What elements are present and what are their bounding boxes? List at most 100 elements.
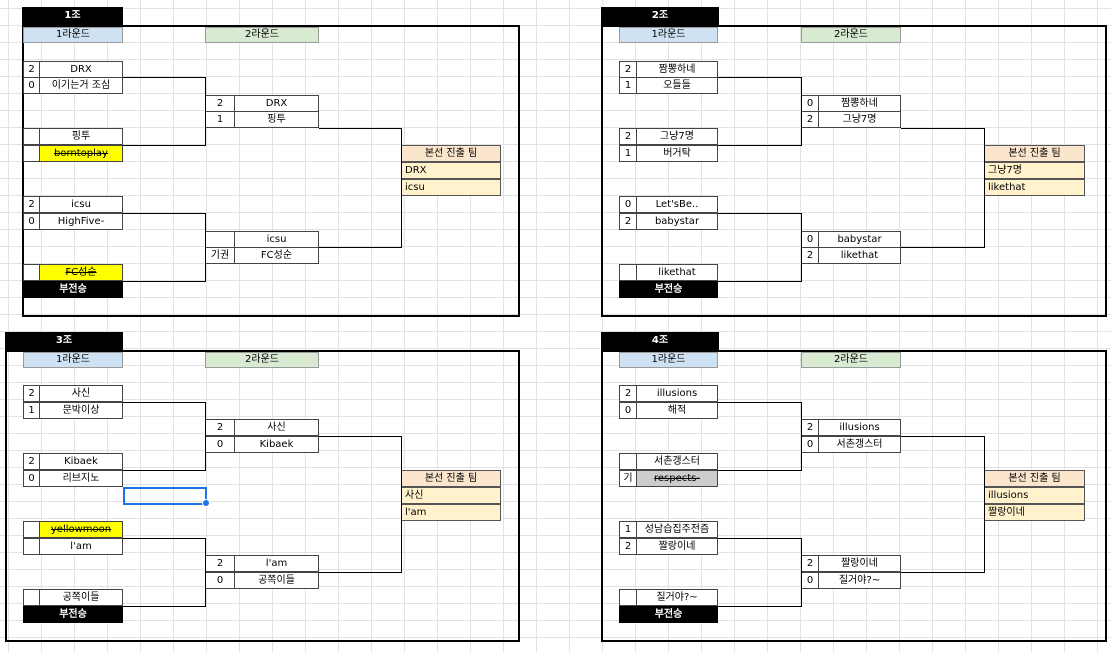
team-cell[interactable]: 해적 [636,402,718,419]
advance-header[interactable]: 본선 진출 팀 [401,145,501,162]
team-cell[interactable]: illusions [636,385,718,402]
score-cell[interactable]: 0 [205,436,235,453]
advance-header[interactable]: 본선 진출 팀 [984,145,1085,162]
team-cell[interactable]: 서촌갱스터 [636,453,718,470]
score-cell[interactable]: 2 [23,61,40,78]
team-cell[interactable]: 공쪽이들 [234,572,319,589]
advance-team[interactable]: icsu [401,179,501,196]
team-cell[interactable]: 핑투 [234,111,319,128]
score-cell[interactable]: 2 [619,385,637,402]
score-cell[interactable] [619,589,637,606]
score-cell[interactable]: 0 [23,470,40,487]
round1-header[interactable]: 1라운드 [619,27,718,43]
score-cell[interactable] [205,231,235,248]
team-cell[interactable]: DRX [234,95,319,112]
round2-header[interactable]: 2라운드 [205,27,319,43]
team-cell[interactable]: babystar [636,213,718,230]
team-cell[interactable]: 성남습집주전즘 [636,521,718,538]
team-cell[interactable]: likethat [818,247,901,264]
score-cell[interactable]: 0 [23,213,40,230]
score-cell[interactable]: 기 [619,470,637,487]
team-cell[interactable]: 리브지노 [39,470,123,487]
team-cell[interactable]: Kibaek [39,453,123,470]
team-cell[interactable]: DRX [39,61,123,78]
team-cell[interactable]: illusions [818,419,901,436]
score-cell[interactable]: 2 [801,247,819,264]
score-cell[interactable]: 0 [205,572,235,589]
team-cell[interactable]: l'am [39,538,123,555]
team-cell[interactable]: 이기는거 조심 [39,77,123,94]
team-cell[interactable]: 그냥7명 [818,111,901,128]
score-cell[interactable]: 1 [23,402,40,419]
score-cell[interactable]: 1 [619,521,637,538]
score-cell[interactable]: 0 [23,77,40,94]
team-cell[interactable]: 짤랑이네 [636,538,718,555]
team-cell-forfeit[interactable]: borntoplay [39,145,123,162]
score-cell[interactable]: 2 [205,555,235,572]
team-cell[interactable]: l'am [234,555,319,572]
score-cell[interactable]: 2 [619,128,637,145]
round1-header[interactable]: 1라운드 [23,27,123,43]
team-cell-forfeit[interactable]: yellowmoon [39,521,123,538]
score-cell[interactable]: 2 [801,555,819,572]
score-cell[interactable]: 2 [23,196,40,213]
team-cell[interactable]: 질거야?~ [818,572,901,589]
score-cell[interactable]: 1 [619,77,637,94]
team-cell[interactable]: 핑투 [39,128,123,145]
team-cell[interactable]: 문박이상 [39,402,123,419]
round2-header[interactable]: 2라운드 [801,352,901,368]
score-cell[interactable]: 1 [619,145,637,162]
score-cell[interactable]: 2 [801,419,819,436]
score-cell[interactable]: 2 [23,453,40,470]
team-cell[interactable]: icsu [39,196,123,213]
team-cell[interactable]: 오들들 [636,77,718,94]
team-cell[interactable]: 질거야?~ [636,589,718,606]
team-cell[interactable]: 짬뽕하네 [818,95,901,112]
advance-header[interactable]: 본선 진출 팀 [984,470,1085,487]
team-cell[interactable]: FC성순 [234,247,319,264]
score-cell[interactable] [619,453,637,470]
fill-handle[interactable] [202,499,210,507]
team-cell[interactable]: babystar [818,231,901,248]
score-cell[interactable]: 2 [801,111,819,128]
team-cell[interactable]: 짬뽕하네 [636,61,718,78]
score-cell[interactable] [23,145,40,162]
score-cell[interactable] [23,264,40,281]
score-cell[interactable] [23,128,40,145]
advance-team[interactable]: illusions [984,487,1085,504]
score-cell[interactable] [23,521,40,538]
score-cell[interactable]: 2 [619,61,637,78]
score-cell[interactable] [619,264,637,281]
score-cell[interactable]: 2 [619,213,637,230]
score-cell[interactable]: 0 [619,196,637,213]
score-cell[interactable]: 기권 [205,247,235,264]
advance-team[interactable]: l'am [401,504,501,521]
team-cell[interactable]: 짤랑이네 [818,555,901,572]
team-cell[interactable]: 사신 [39,385,123,402]
score-cell[interactable]: 2 [205,95,235,112]
advance-team[interactable]: 사신 [401,487,501,504]
round1-header[interactable]: 1라운드 [23,352,123,368]
team-cell-forfeit[interactable]: respects- [636,470,718,487]
advance-team[interactable]: DRX [401,162,501,179]
score-cell[interactable]: 2 [619,538,637,555]
score-cell[interactable] [23,589,40,606]
advance-team[interactable]: likethat [984,179,1085,196]
team-cell[interactable]: 그냥7명 [636,128,718,145]
score-cell[interactable]: 2 [23,385,40,402]
team-cell[interactable]: Kibaek [234,436,319,453]
advance-team[interactable]: 그냥7명 [984,162,1085,179]
team-cell[interactable]: likethat [636,264,718,281]
team-cell[interactable]: 사신 [234,419,319,436]
score-cell[interactable]: 0 [619,402,637,419]
advance-team[interactable]: 짤랑이네 [984,504,1085,521]
score-cell[interactable]: 0 [801,572,819,589]
team-cell[interactable]: HighFive- [39,213,123,230]
advance-header[interactable]: 본선 진출 팀 [401,470,501,487]
score-cell[interactable]: 0 [801,436,819,453]
score-cell[interactable]: 1 [205,111,235,128]
score-cell[interactable]: 0 [801,231,819,248]
score-cell[interactable] [23,538,40,555]
team-cell[interactable]: Let'sBe.. [636,196,718,213]
score-cell[interactable]: 2 [205,419,235,436]
